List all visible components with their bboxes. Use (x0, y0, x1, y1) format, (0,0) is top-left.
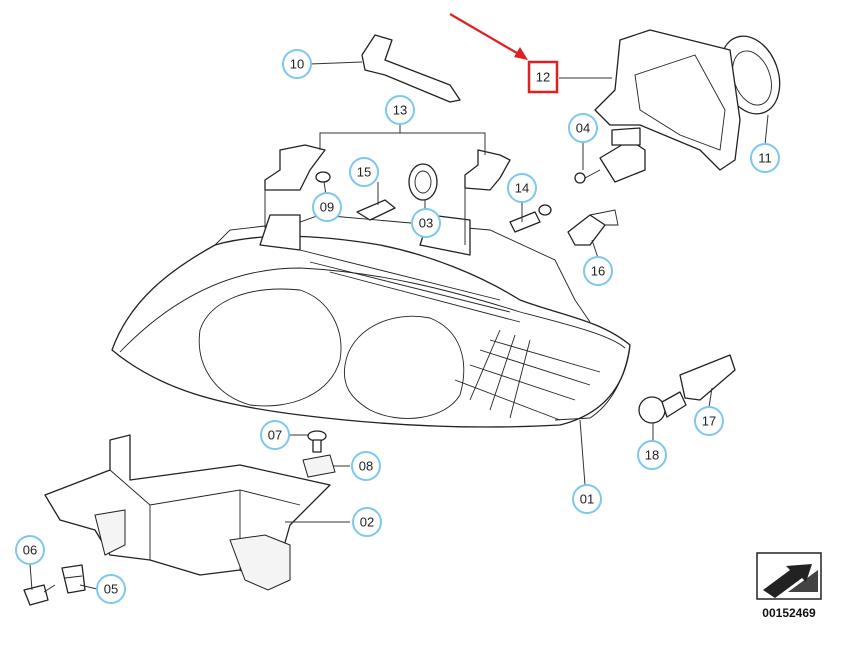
headlight-housing (111, 214, 631, 428)
callout-label: 13 (393, 103, 407, 118)
callout-label: 06 (23, 543, 37, 558)
callout-11[interactable]: 11 (750, 143, 780, 173)
callout-label: 17 (702, 414, 716, 429)
reference-number: 00152469 (762, 606, 816, 620)
highlight-arrow (449, 13, 528, 60)
callout-label: 18 (645, 448, 659, 463)
nut-08 (302, 454, 336, 478)
callout-14[interactable]: 14 (507, 173, 537, 203)
screw-07 (307, 430, 327, 453)
callout-07[interactable]: 07 (260, 420, 290, 450)
housing-frame-12 (594, 29, 741, 171)
callout-label: 04 (576, 121, 590, 136)
bulb-socket-17 (679, 354, 736, 401)
screw-06 (23, 584, 56, 606)
callout-06[interactable]: 06 (15, 535, 45, 565)
view-direction-icon (756, 552, 822, 600)
callout-03[interactable]: 03 (411, 208, 441, 238)
callout-label: 11 (758, 151, 772, 166)
callout-16[interactable]: 16 (583, 256, 613, 286)
bulb-18 (638, 391, 687, 424)
callout-label: 01 (580, 492, 594, 507)
callout-13[interactable]: 13 (385, 95, 415, 125)
callout-label: 09 (320, 200, 334, 215)
mounting-brackets-13 (264, 144, 511, 191)
callout-08[interactable]: 08 (351, 451, 381, 481)
callout-15[interactable]: 15 (349, 157, 379, 187)
callout-01[interactable]: 01 (572, 484, 602, 514)
callout-label: 10 (290, 57, 304, 72)
leader-lines (29, 61, 769, 591)
bulb-socket-15 (356, 199, 396, 221)
callout-label: 03 (419, 216, 433, 231)
grommet-09 (315, 171, 331, 183)
callout-12[interactable]: 12 (527, 60, 559, 94)
callout-17[interactable]: 17 (694, 406, 724, 436)
callout-label: 07 (268, 428, 282, 443)
callout-04[interactable]: 04 (568, 113, 598, 143)
callout-label: 02 (360, 515, 374, 530)
expanding-nut (61, 564, 86, 594)
lower-bracket (44, 434, 331, 591)
callout-05[interactable]: 05 (96, 574, 126, 604)
adjuster-10 (361, 34, 461, 103)
callout-label: 16 (591, 264, 605, 279)
callout-10[interactable]: 10 (282, 49, 312, 79)
callout-18[interactable]: 18 (637, 440, 667, 470)
bulb-14 (509, 204, 552, 233)
bulb-04 (574, 127, 646, 184)
bulb-holder-ring (408, 163, 438, 201)
callout-label: 05 (104, 582, 118, 597)
callout-02[interactable]: 02 (352, 507, 382, 537)
bulb-16 (567, 209, 619, 246)
callout-label: 15 (357, 165, 371, 180)
callout-label: 08 (359, 459, 373, 474)
highlight-box (527, 60, 559, 94)
callout-label: 12 (536, 70, 550, 85)
callout-09[interactable]: 09 (312, 192, 342, 222)
callout-label: 14 (515, 181, 529, 196)
